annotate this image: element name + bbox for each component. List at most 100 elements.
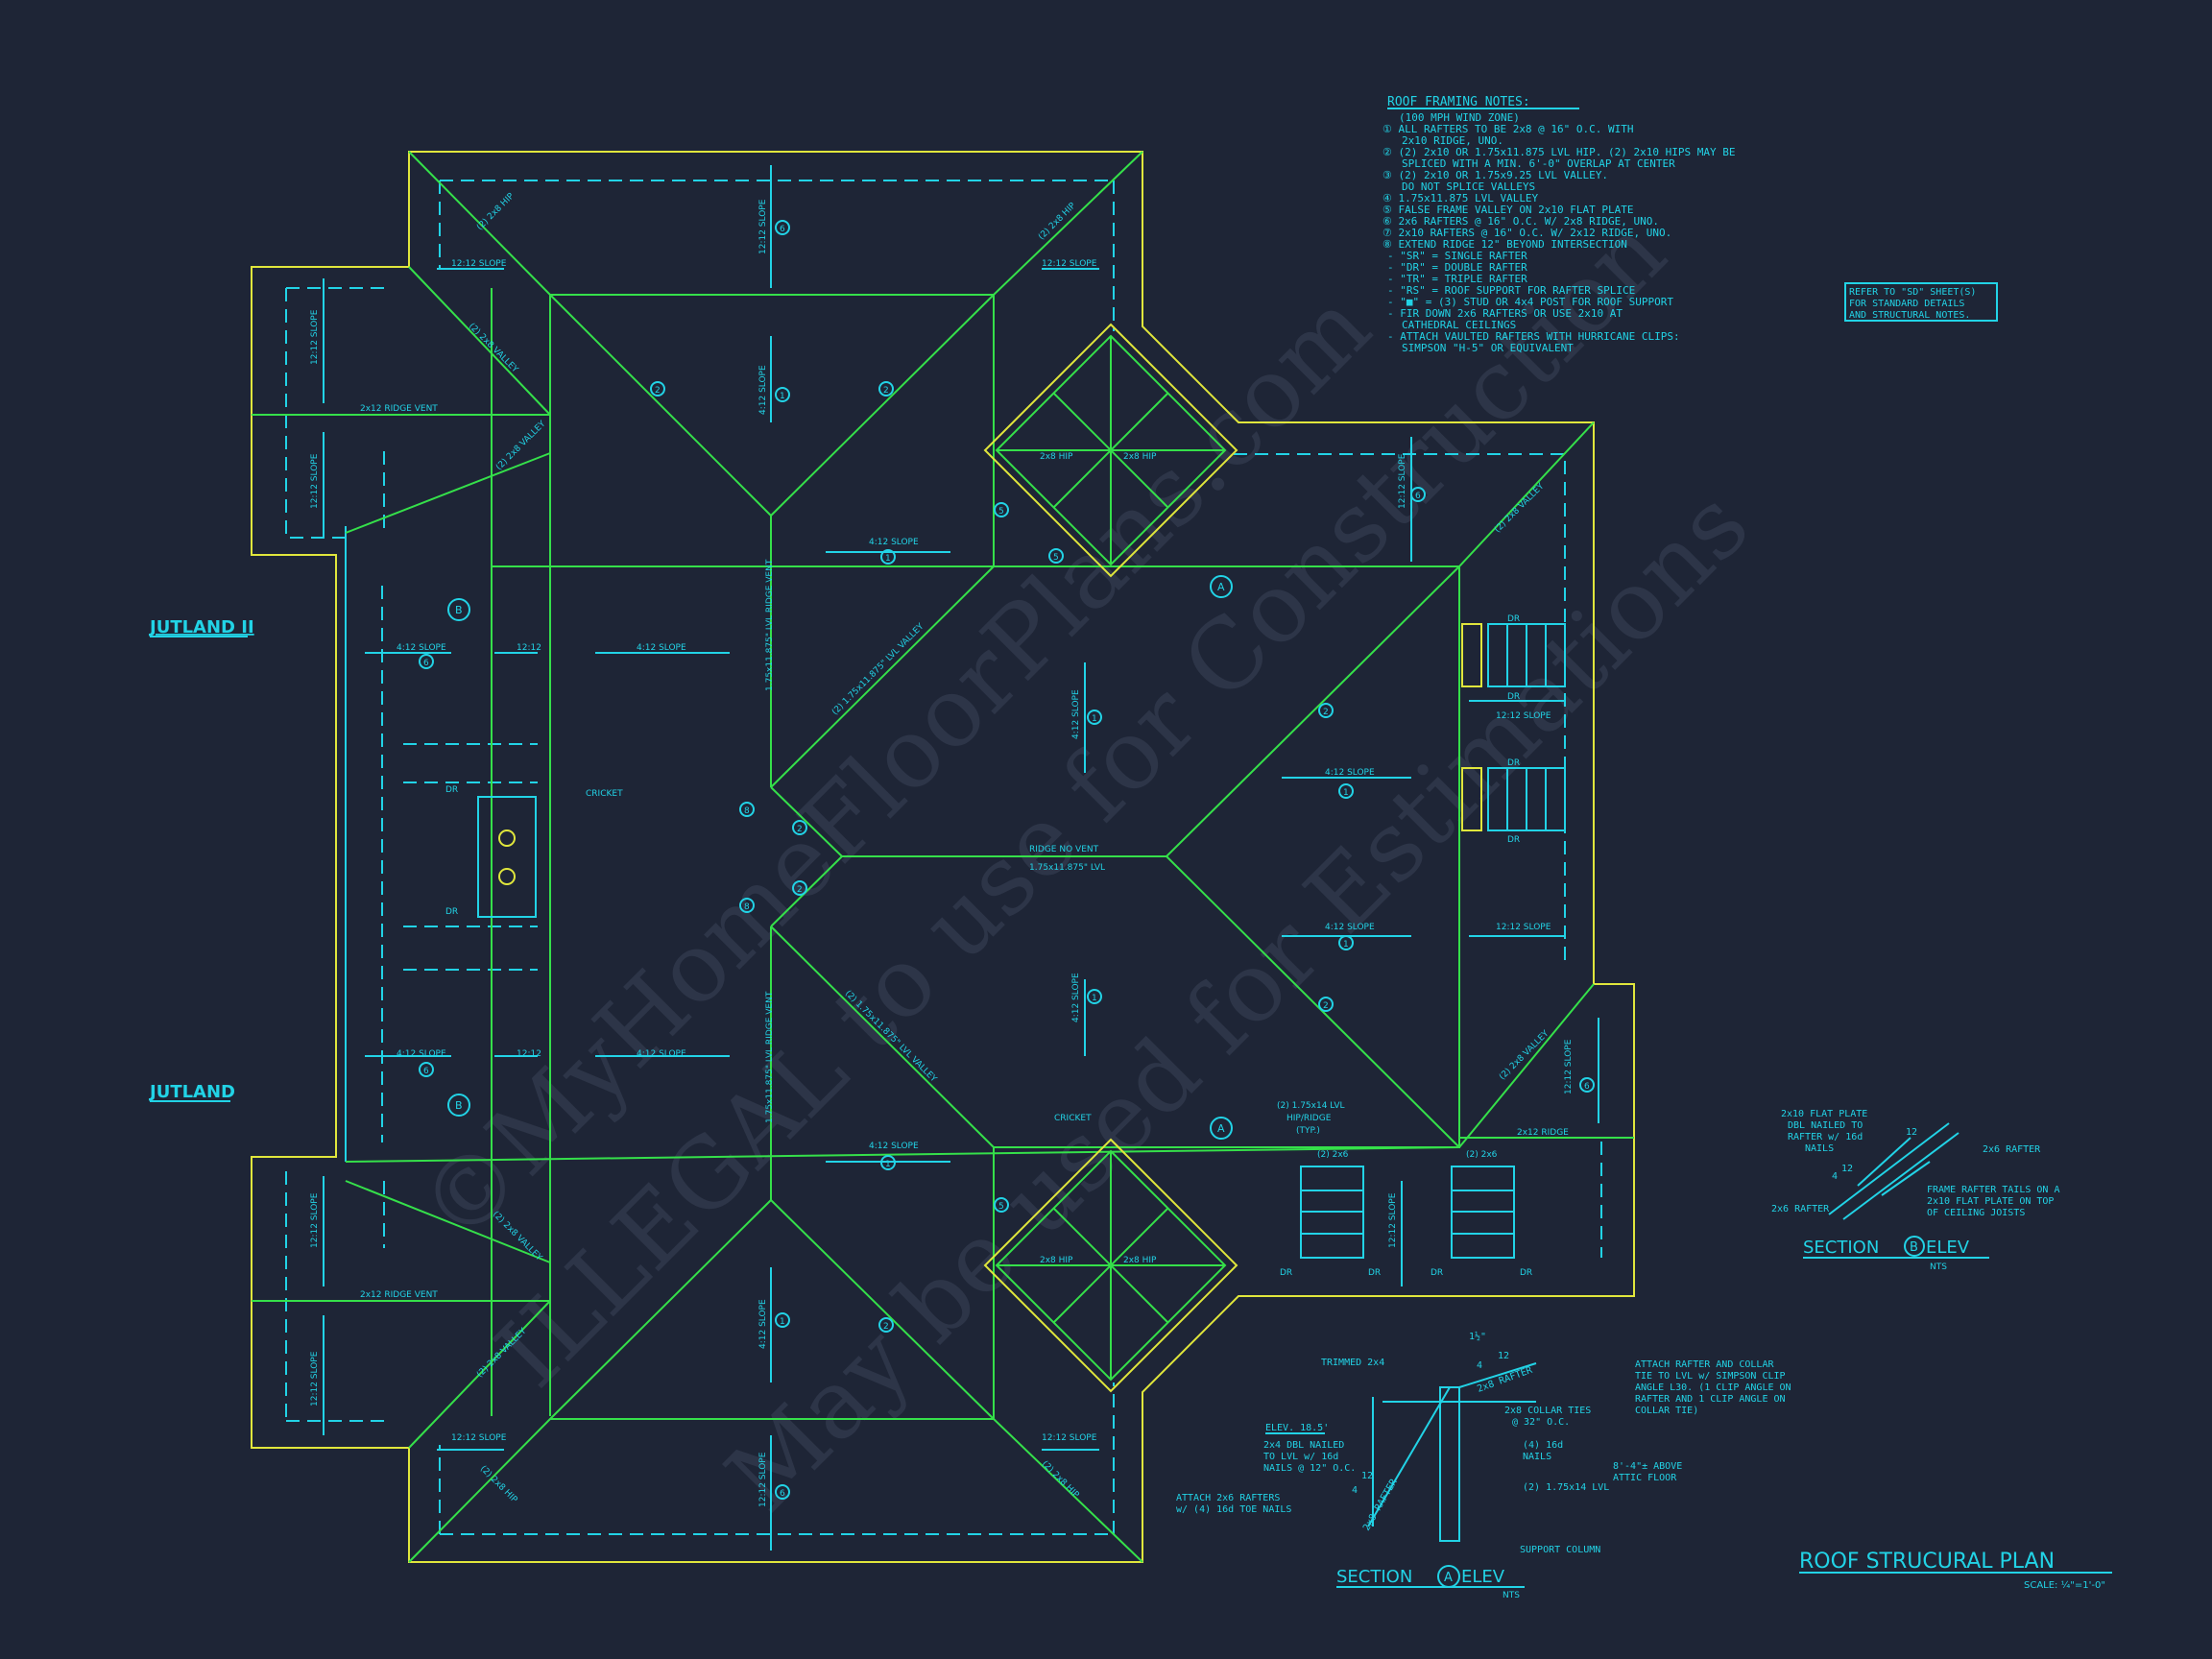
svg-text:5: 5 <box>1053 553 1059 563</box>
marker-5: 5 <box>994 1197 1009 1213</box>
marker-8: 8 <box>739 802 755 817</box>
notes-line: CATHEDRAL CEILINGS <box>1402 319 1516 331</box>
dr-label: DR <box>445 907 458 917</box>
notes-line: - "RS" = ROOF SUPPORT FOR RAFTER SPLICE <box>1387 284 1635 297</box>
ridge-label: 2x12 RIDGE <box>1517 1128 1569 1138</box>
notes-line: - "SR" = SINGLE RAFTER <box>1387 250 1527 262</box>
ridge-vent-label: 2x12 RIDGE VENT <box>360 1290 438 1300</box>
dormers <box>477 623 1566 1259</box>
slope-label: 12:12 SLOPE <box>451 1433 507 1443</box>
svg-text:RAFTER w/ 16d: RAFTER w/ 16d <box>1788 1132 1863 1142</box>
svg-text:ELEV. 18.5': ELEV. 18.5' <box>1265 1423 1329 1433</box>
plan-title: ROOF STRUCURAL PLAN <box>1799 1550 2055 1574</box>
jutland-ii-label: JUTLAND II <box>148 617 254 637</box>
slope-label: 4:12 SLOPE <box>397 1049 446 1059</box>
notes-line: ⑤ FALSE FRAME VALLEY ON 2x10 FLAT PLATE <box>1382 204 1634 216</box>
marker-1: 1 <box>775 1312 790 1328</box>
marker-6: 6 <box>419 654 434 669</box>
slope-label: 12:12 SLOPE <box>758 1452 768 1507</box>
lvl-ridge-label: 1.75x11.875" LVL RIDGE VENT <box>765 991 775 1123</box>
notes-line: SIMPSON "H-5" OR EQUIVALENT <box>1402 342 1574 354</box>
svg-text:2: 2 <box>797 825 803 834</box>
svg-text:1: 1 <box>885 1160 891 1169</box>
dr-label: DR <box>1368 1268 1381 1278</box>
section-b-title: SECTION <box>1803 1238 1879 1258</box>
notes-line: - "TR" = TRIPLE RAFTER <box>1387 273 1527 285</box>
circle-markers: A A B B 1 2 2 6 1 1 2 1 1 2 1 1 1 2 6 8 … <box>419 220 1595 1500</box>
svg-text:2: 2 <box>883 386 889 396</box>
valley-label: (2) 2x8 VALLEY <box>1493 481 1547 535</box>
slope-label: 4:12 SLOPE <box>637 643 686 653</box>
section-a-title: SECTION <box>1336 1567 1412 1587</box>
notes-line: 2x10 RIDGE, UNO. <box>1402 134 1503 147</box>
slope-label: 4:12 SLOPE <box>758 365 768 415</box>
dr-label: DR <box>445 785 458 795</box>
slope-label: 12:12 SLOPE <box>1042 1433 1097 1443</box>
svg-text:12: 12 <box>1906 1127 1917 1138</box>
turret-hip-label: 2x8 HIP <box>1123 452 1157 462</box>
slope-label: 12:12 SLOPE <box>1042 259 1097 269</box>
dr-label: DR <box>1520 1268 1532 1278</box>
svg-text:5: 5 <box>998 1202 1004 1212</box>
cricket-label: CRICKET <box>1054 1114 1092 1123</box>
marker-1: 1 <box>1087 989 1102 1004</box>
slope-label: 12:12 SLOPE <box>1398 453 1407 509</box>
marker-2: 2 <box>792 880 807 896</box>
marker-1: 1 <box>1338 783 1354 799</box>
svg-text:8'-4"± ABOVE: 8'-4"± ABOVE <box>1613 1461 1682 1472</box>
notes-line: ② (2) 2x10 OR 1.75x11.875 LVL HIP. (2) 2… <box>1382 146 1735 158</box>
marker-8: 8 <box>739 898 755 913</box>
svg-text:1: 1 <box>1092 714 1097 724</box>
slope-label: 4:12 SLOPE <box>1071 689 1081 739</box>
slope-label: 12:12 SLOPE <box>310 309 320 365</box>
svg-text:B: B <box>1910 1240 1918 1255</box>
svg-text:2x6 RAFTER: 2x6 RAFTER <box>1771 1204 1830 1214</box>
refer-line: FOR STANDARD DETAILS <box>1849 299 1964 309</box>
svg-text:TRIMMED 2x4: TRIMMED 2x4 <box>1321 1358 1384 1368</box>
plan-title-block: ROOF STRUCURAL PLAN SCALE: ¼"=1'-0" <box>1799 1550 2112 1591</box>
marker-1: 1 <box>1338 935 1354 950</box>
marker-5: 5 <box>1048 548 1064 564</box>
svg-text:8: 8 <box>744 902 750 912</box>
dr-label: DR <box>1507 692 1520 702</box>
notes-line: ① ALL RAFTERS TO BE 2x8 @ 16" O.C. WITH <box>1382 123 1634 135</box>
svg-text:1: 1 <box>1343 788 1349 798</box>
svg-text:6: 6 <box>423 659 429 668</box>
svg-text:2: 2 <box>797 885 803 895</box>
marker-6: 6 <box>775 220 790 235</box>
ridge-no-vent-label: RIDGE NO VENT <box>1029 845 1099 854</box>
notes-line: ③ (2) 2x10 OR 1.75x9.25 LVL VALLEY. <box>1382 169 1608 181</box>
slope-arrows <box>323 165 1599 1551</box>
pair-label: (2) 2x6 <box>1466 1150 1498 1160</box>
svg-text:A: A <box>1217 581 1225 593</box>
svg-text:w/ (4) 16d TOE NAILS: w/ (4) 16d TOE NAILS <box>1176 1504 1291 1515</box>
marker-2: 2 <box>792 820 807 835</box>
svg-text:2: 2 <box>883 1322 889 1332</box>
valley-label: (2) 2x8 VALLEY <box>467 322 520 375</box>
marker-1: 1 <box>775 387 790 402</box>
slope-label: 4:12 SLOPE <box>1071 973 1081 1022</box>
svg-text:2x8 COLLAR TIES: 2x8 COLLAR TIES <box>1504 1406 1591 1416</box>
lvl-ridge-label: 1.75x11.875" LVL RIDGE VENT <box>765 559 775 691</box>
watermark-line-1: ©MyHomeFloorPlans.com <box>397 271 1391 1264</box>
slope-label: 12:12 SLOPE <box>1388 1192 1398 1248</box>
turret-hip-label: 2x8 HIP <box>1040 452 1073 462</box>
jutland-label: JUTLAND <box>148 1082 235 1102</box>
svg-text:ANGLE L30. (1 CLIP ANGLE ON: ANGLE L30. (1 CLIP ANGLE ON <box>1635 1382 1791 1393</box>
slope-label: 12:12 <box>517 1049 541 1059</box>
marker-a: A <box>1210 575 1233 598</box>
dr-label: DR <box>1507 614 1520 624</box>
marker-a: A <box>1210 1117 1233 1140</box>
svg-text:B: B <box>455 1099 463 1112</box>
marker-6: 6 <box>775 1484 790 1500</box>
svg-text:2: 2 <box>655 386 661 396</box>
slope-label: 12:12 SLOPE <box>758 199 768 254</box>
svg-text:COLLAR TIE): COLLAR TIE) <box>1635 1406 1698 1416</box>
marker-b: B <box>447 1094 470 1117</box>
slope-label: 4:12 SLOPE <box>397 643 446 653</box>
turret-hip-label: 2x8 HIP <box>1123 1256 1157 1265</box>
section-a-detail: TRIMMED 2x4 ELEV. 18.5' 2x4 DBL NAILED T… <box>1176 1331 1791 1600</box>
slope-label: 4:12 SLOPE <box>758 1299 768 1349</box>
marker-6: 6 <box>1579 1077 1595 1093</box>
